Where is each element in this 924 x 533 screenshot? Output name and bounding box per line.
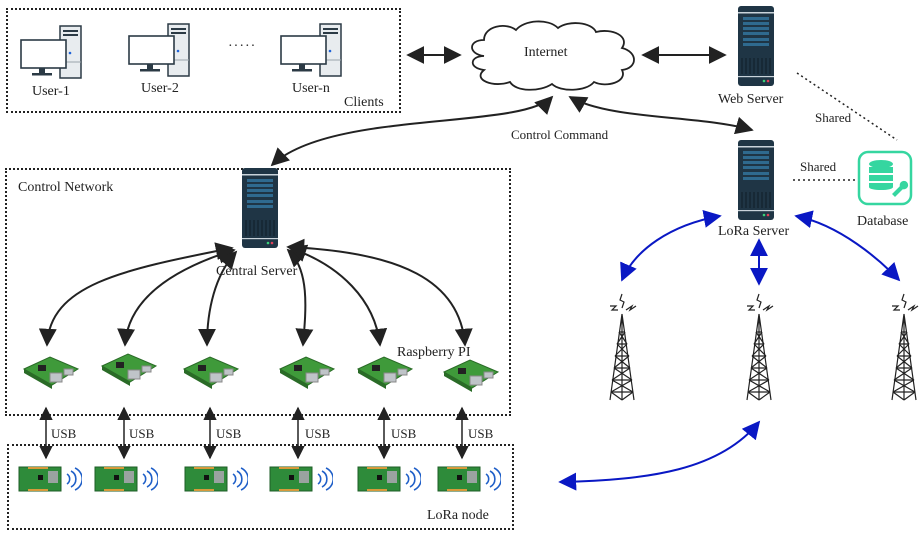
central-server-label: Central Server bbox=[216, 264, 298, 279]
desktop-computer-icon[interactable] bbox=[128, 20, 190, 78]
web-server-label: Web Server bbox=[718, 92, 784, 107]
usb-label: USB bbox=[216, 426, 242, 441]
lora-node-board-icon[interactable] bbox=[184, 465, 248, 493]
edge-shared-web-db bbox=[796, 72, 898, 141]
clients-group-label: Clients bbox=[344, 95, 384, 110]
lora-node-board-icon[interactable] bbox=[269, 465, 333, 493]
web-server-icon[interactable] bbox=[738, 6, 774, 86]
edge-tower-nodes bbox=[558, 420, 761, 491]
database-label: Database bbox=[857, 214, 909, 229]
lora-server-icon[interactable] bbox=[738, 140, 774, 220]
client-label-user-1: User-1 bbox=[32, 84, 70, 99]
usb-label: USB bbox=[129, 426, 155, 441]
raspberry-pi-board-icon[interactable] bbox=[440, 358, 502, 400]
edge-internet-central bbox=[270, 95, 554, 167]
usb-label: USB bbox=[305, 426, 331, 441]
lora-server-label: LoRa Server bbox=[718, 224, 790, 239]
desktop-computer-icon[interactable] bbox=[280, 20, 342, 78]
lora-node-group-label: LoRa node bbox=[427, 508, 489, 523]
central-server-icon[interactable] bbox=[242, 168, 278, 248]
shared-lora-db-label: Shared bbox=[800, 159, 837, 174]
clients-group-box bbox=[6, 8, 401, 113]
control-network-group-label: Control Network bbox=[18, 180, 114, 195]
usb-label: USB bbox=[51, 426, 77, 441]
raspberry-pi-board-icon[interactable] bbox=[276, 355, 338, 397]
internet-cloud-icon[interactable] bbox=[462, 18, 642, 92]
lora-node-group-box bbox=[7, 444, 514, 530]
gateway-tower-icon[interactable] bbox=[741, 292, 777, 406]
usb-label: USB bbox=[391, 426, 417, 441]
edge-central-pi-6 bbox=[286, 238, 473, 347]
raspberry-pi-board-icon[interactable] bbox=[98, 352, 160, 394]
raspberry-pi-board-icon[interactable] bbox=[20, 355, 82, 397]
shared-web-db-label: Shared bbox=[815, 110, 852, 125]
edge-lora-tower-1 bbox=[620, 210, 722, 282]
raspberry-pi-board-icon[interactable] bbox=[354, 355, 416, 397]
client-label-user-2: User-2 bbox=[141, 81, 179, 96]
gateway-tower-icon[interactable] bbox=[604, 292, 640, 406]
gateway-tower-icon[interactable] bbox=[886, 292, 922, 406]
usb-label: USB bbox=[468, 426, 494, 441]
edge-central-pi-1 bbox=[38, 242, 234, 347]
lora-node-board-icon[interactable] bbox=[357, 465, 421, 493]
edge-central-pi-3 bbox=[198, 250, 238, 347]
client-ellipsis: ····· bbox=[228, 39, 257, 54]
lora-node-board-icon[interactable] bbox=[18, 465, 82, 493]
internet-label: Internet bbox=[524, 45, 568, 60]
desktop-computer-icon[interactable] bbox=[20, 22, 82, 80]
database-icon[interactable] bbox=[857, 150, 913, 206]
client-label-user-n: User-n bbox=[292, 81, 330, 96]
control-command-label: Control Command bbox=[511, 127, 609, 142]
raspberry-pi-board-icon[interactable] bbox=[180, 355, 242, 397]
raspberry-pi-label: Raspberry PI bbox=[397, 345, 471, 360]
edge-lora-tower-3 bbox=[794, 210, 901, 282]
lora-node-board-icon[interactable] bbox=[94, 465, 158, 493]
edge-internet-lora bbox=[568, 96, 754, 135]
lora-node-board-icon[interactable] bbox=[437, 465, 501, 493]
